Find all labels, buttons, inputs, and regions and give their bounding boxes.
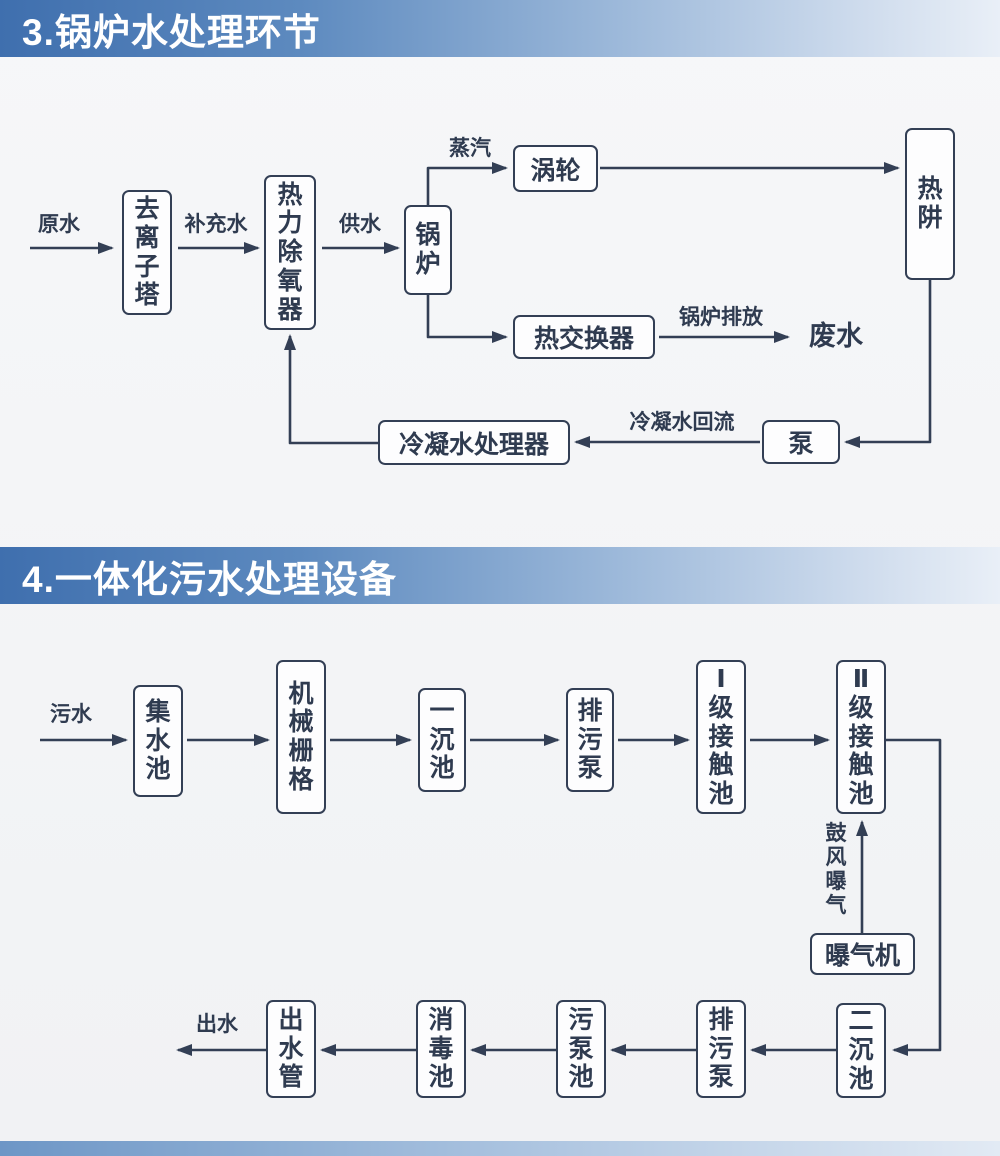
node-label: 曝气机	[824, 942, 900, 970]
node-heat-sink: 热阱	[905, 128, 955, 280]
label-blast-aeration: 鼓风曝气	[822, 822, 850, 919]
arrow-boiler-to-heat-exchanger	[426, 295, 508, 343]
node-label: 污泵池	[568, 1005, 594, 1092]
node-aerator: 曝气机	[810, 933, 915, 975]
node-collecting-tank: 集水池	[133, 685, 183, 797]
node-label: 排污泵	[577, 696, 603, 783]
node-sewage-pump-top: 排污泵	[566, 688, 614, 792]
node-heat-exchanger: 热交换器	[513, 315, 655, 359]
node-label: 热阱	[917, 175, 943, 232]
label-blast-aeration-text: 鼓风曝气	[825, 822, 847, 918]
label-supply-water: 供水	[339, 213, 381, 236]
node-mechanical-grid: 机械栅格	[276, 660, 326, 814]
next-section-header-partial	[0, 1141, 1000, 1156]
arrow-boiler-steam-to-turbine	[426, 162, 508, 205]
node-label: 集水池	[145, 697, 171, 784]
section3-header: 3.锅炉水处理环节	[0, 0, 1000, 57]
node-outlet-pipe: 出水管	[266, 1000, 316, 1098]
section3-header-text: 3.锅炉水处理环节	[22, 11, 321, 53]
arrow-condensate-processor-to-deaerator	[284, 334, 378, 445]
label-makeup-water: 补充水	[184, 213, 248, 236]
node-pump: 泵	[762, 420, 840, 464]
arrow-contact2-to-secondary-tank	[886, 738, 942, 1056]
label-condensate-return: 冷凝水回流	[629, 411, 735, 434]
node-secondary-sedimentation-tank: 二沉池	[836, 1003, 886, 1098]
node-label: Ⅱ级接触池	[848, 665, 874, 809]
node-disinfection-tank: 消毒池	[416, 1000, 466, 1098]
label-boiler-discharge: 锅炉排放	[679, 306, 763, 329]
section4-header: 4.一体化污水处理设备	[0, 547, 1000, 604]
node-contact-tank-2: Ⅱ级接触池	[836, 660, 886, 814]
node-condensate-processor: 冷凝水处理器	[378, 420, 570, 465]
label-raw-water: 原水	[38, 213, 80, 236]
arrow-heat-sink-to-pump	[844, 280, 932, 448]
node-turbine: 涡轮	[513, 145, 598, 192]
node-label: 热力除氧器	[277, 180, 303, 324]
node-label: 热交换器	[533, 325, 634, 353]
node-label: Ⅰ级接触池	[708, 665, 734, 809]
node-label: 冷凝水处理器	[398, 430, 549, 459]
node-label: 泵	[788, 430, 814, 458]
label-steam: 蒸汽	[449, 137, 491, 160]
node-label: 二沉池	[848, 1007, 874, 1093]
node-sludge-pump-tank: 污泵池	[556, 1000, 606, 1098]
node-label: 机械栅格	[288, 679, 314, 794]
node-label: 锅炉	[415, 221, 441, 278]
node-boiler: 锅炉	[404, 205, 452, 295]
node-contact-tank-1: Ⅰ级接触池	[696, 660, 746, 814]
node-label: 消毒池	[428, 1005, 454, 1092]
node-label: 排污泵	[708, 1005, 734, 1092]
node-deionization-tower: 去离子塔	[122, 190, 172, 315]
node-primary-sedimentation-tank: 一沉池	[418, 688, 466, 792]
section4-header-text: 4.一体化污水处理设备	[22, 558, 397, 600]
node-thermal-deaerator: 热力除氧器	[264, 175, 316, 330]
node-label: 涡轮	[530, 156, 581, 185]
label-waste-water: 废水	[809, 321, 863, 351]
node-sewage-pump-bottom: 排污泵	[696, 1000, 746, 1098]
node-label: 去离子塔	[134, 195, 160, 310]
label-outflow: 出水	[196, 1013, 238, 1036]
label-sewage: 污水	[50, 703, 92, 726]
node-label: 一沉池	[429, 696, 455, 783]
node-label: 出水管	[278, 1005, 304, 1092]
